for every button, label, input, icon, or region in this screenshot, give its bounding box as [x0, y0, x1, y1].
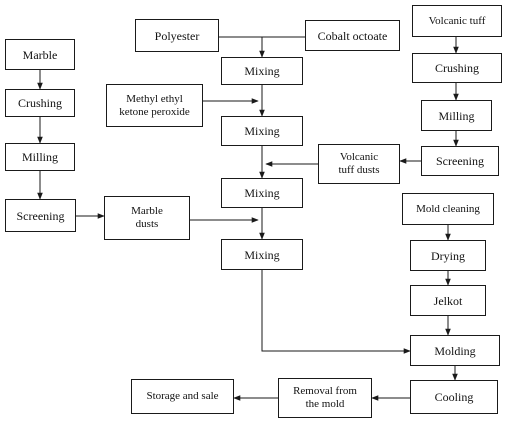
volcanic-tuff-box: Volcanic tuff [412, 5, 502, 37]
storage-and-sale-box: Storage and sale [131, 379, 234, 414]
cooling-box: Cooling [410, 380, 498, 414]
mixing-4-box: Mixing [221, 239, 303, 270]
mixing-2-box: Mixing [221, 116, 303, 146]
cobalt-octoate-box: Cobalt octoate [305, 20, 400, 51]
screening-right-box: Screening [421, 146, 499, 176]
arrow-mixing4-to-molding [261, 270, 411, 354]
mixing-1-box: Mixing [221, 57, 303, 85]
volcanic-tuff-dusts-box: Volcanic tuff dusts [318, 144, 400, 184]
jelkot-box: Jelkot [410, 285, 486, 316]
mold-cleaning-box: Mold cleaning [402, 193, 494, 225]
screening-left-box: Screening [5, 199, 76, 232]
marble-dusts-box: Marble dusts [104, 196, 190, 240]
crushing-left-box: Crushing [5, 89, 75, 117]
mixing-3-box: Mixing [221, 178, 303, 208]
crushing-right-box: Crushing [412, 53, 502, 83]
arrow-polyester-cobalt-to-mixing [219, 36, 265, 58]
removal-from-mold-box: Removal from the mold [278, 378, 372, 418]
marble-box: Marble [5, 39, 75, 70]
drying-box: Drying [410, 240, 486, 271]
milling-left-box: Milling [5, 143, 75, 171]
milling-right-box: Milling [421, 100, 492, 131]
polyester-box: Polyester [135, 19, 219, 52]
molding-box: Molding [410, 335, 500, 366]
mekp-box: Methyl ethyl ketone peroxide [106, 84, 203, 127]
